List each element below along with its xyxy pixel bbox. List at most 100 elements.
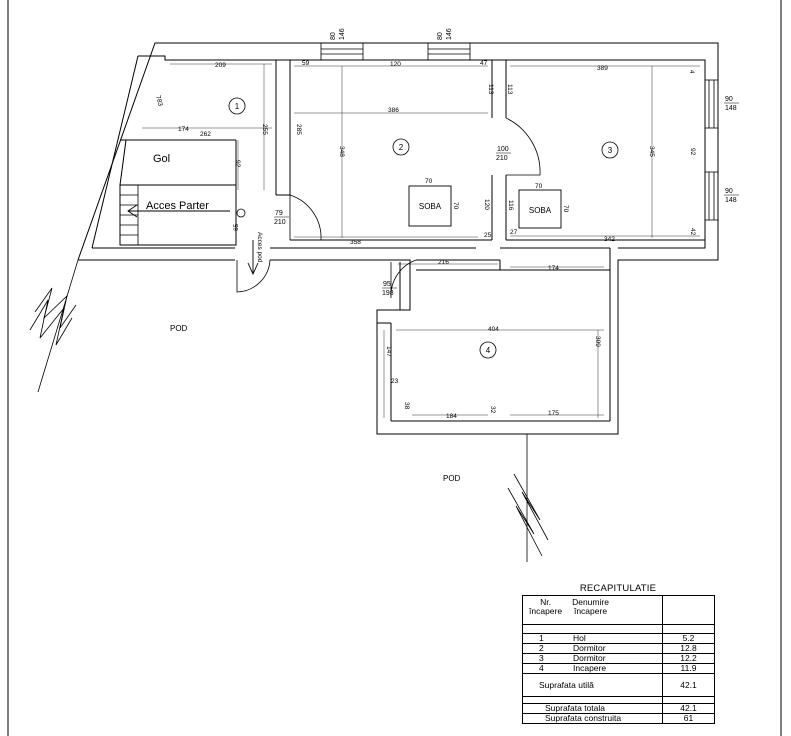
svg-text:783: 783	[154, 95, 164, 108]
svg-text:348: 348	[338, 146, 345, 157]
svg-text:47: 47	[480, 60, 488, 67]
label-acces-parter: Acces Parter	[146, 200, 209, 212]
room-4-number: 4	[486, 346, 491, 355]
svg-text:174: 174	[548, 265, 559, 272]
room-2-number: 2	[399, 143, 404, 152]
svg-text:42: 42	[689, 228, 696, 236]
stoves	[408, 185, 562, 229]
svg-text:70: 70	[425, 178, 433, 185]
svg-text:216: 216	[438, 259, 449, 266]
svg-text:27: 27	[510, 229, 518, 236]
label-acces-pod: Acces pod	[256, 232, 263, 263]
label-pod-left: POD	[170, 324, 188, 333]
svg-text:146: 146	[339, 28, 346, 40]
svg-text:70: 70	[562, 205, 569, 213]
svg-text:90: 90	[725, 188, 733, 195]
recap-title: RECAPITULATIE	[579, 583, 657, 594]
label-soba-1: SOBA	[419, 202, 442, 211]
svg-text:389: 389	[597, 65, 608, 72]
label-gol: Gol	[153, 153, 170, 165]
svg-text:116: 116	[507, 200, 514, 211]
table-row-construita: Suprafata construita 61	[522, 713, 715, 724]
svg-text:25: 25	[484, 232, 492, 239]
svg-text:210: 210	[274, 219, 286, 226]
svg-text:146: 146	[446, 28, 453, 40]
svg-text:404: 404	[488, 326, 499, 333]
svg-text:147: 147	[385, 346, 392, 357]
window-4-label: 90 148	[724, 188, 739, 204]
svg-text:285: 285	[295, 124, 302, 135]
svg-text:174: 174	[178, 126, 189, 133]
svg-text:95: 95	[383, 281, 391, 288]
svg-text:113: 113	[506, 84, 513, 95]
room-1-marker	[228, 97, 246, 115]
svg-text:175: 175	[548, 410, 559, 417]
arrow-left-icon	[127, 204, 230, 218]
svg-text:70: 70	[535, 183, 543, 190]
svg-text:120: 120	[390, 61, 401, 68]
door-1-label: 79 210	[274, 210, 289, 226]
svg-text:92: 92	[689, 148, 696, 156]
svg-text:32: 32	[489, 406, 496, 414]
svg-text:4: 4	[688, 70, 695, 74]
svg-text:262: 262	[200, 131, 211, 138]
doors	[236, 117, 541, 299]
svg-text:148: 148	[725, 197, 737, 204]
windows	[320, 42, 719, 221]
svg-text:342: 342	[604, 236, 615, 243]
svg-text:90: 90	[725, 96, 733, 103]
dimension-texts: 209 783 174 262 92 255 285 59 120 47 386…	[154, 60, 696, 420]
room-2-marker	[392, 138, 410, 156]
table-row-totala: Suprafata totala 42.1	[522, 703, 715, 714]
col-den-label: Denumire	[572, 597, 609, 607]
col-nr-label: Nr.	[540, 597, 551, 607]
label-soba-2: SOBA	[529, 206, 552, 215]
stair-start-marker	[236, 208, 246, 218]
svg-text:59: 59	[302, 60, 310, 67]
room-1-number: 1	[235, 102, 240, 111]
svg-text:70: 70	[452, 202, 459, 210]
svg-text:255: 255	[261, 124, 268, 135]
svg-text:148: 148	[725, 105, 737, 112]
arrow-down-icon	[247, 240, 259, 276]
label-pod-bottom: POD	[443, 474, 461, 483]
svg-text:92: 92	[234, 160, 241, 168]
svg-text:38: 38	[403, 402, 410, 410]
svg-text:100: 100	[497, 146, 509, 153]
room-4-marker	[479, 341, 497, 359]
col-den-label-2: încapere	[573, 606, 608, 616]
svg-text:23: 23	[391, 378, 399, 385]
break-lines	[29, 259, 549, 562]
door-3-label: 95 198	[382, 281, 397, 297]
svg-text:113: 113	[487, 84, 494, 95]
dimension-lines	[142, 63, 700, 418]
stair-treads	[120, 185, 139, 245]
door-2-label: 100 210	[496, 146, 511, 162]
col-nr-label-2: încapere	[529, 606, 563, 616]
svg-text:209: 209	[215, 62, 226, 69]
window-1-label: 80 146	[330, 28, 346, 40]
svg-text:198: 198	[382, 290, 394, 297]
room-3-marker	[601, 141, 619, 159]
table-row-util: Suprafata utilă 42.1	[522, 673, 715, 697]
window-2-label: 80 146	[437, 28, 453, 40]
outer-walls	[77, 42, 719, 435]
svg-text:345: 345	[648, 146, 655, 157]
room-3-number: 3	[608, 146, 613, 155]
svg-text:79: 79	[275, 210, 283, 217]
svg-text:80: 80	[437, 32, 444, 40]
svg-text:120: 120	[483, 199, 490, 210]
svg-text:309: 309	[594, 336, 601, 347]
svg-text:386: 386	[388, 107, 399, 114]
svg-text:210: 210	[496, 155, 508, 162]
svg-text:184: 184	[446, 413, 457, 420]
page-frame	[7, 0, 782, 736]
